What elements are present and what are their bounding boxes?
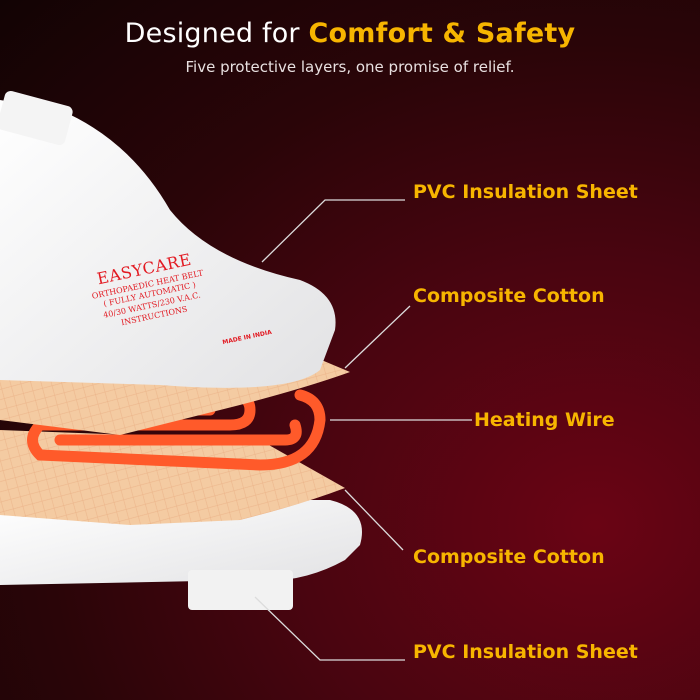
page-subtitle: Five protective layers, one promise of r…: [185, 58, 515, 76]
top-pvc-sheet: [0, 90, 336, 388]
layer-label-pvc-top: PVC Insulation Sheet: [413, 181, 638, 203]
layer-label-cotton-top: Composite Cotton: [413, 285, 605, 307]
title-prefix: Designed for: [124, 18, 309, 49]
leader-line-4: [344, 489, 404, 551]
layer-label-heating-wire: Heating Wire: [474, 409, 615, 431]
leader-lines: [254, 199, 472, 661]
leader-line-2: [344, 305, 411, 369]
layer-label-pvc-bottom: PVC Insulation Sheet: [413, 641, 638, 663]
leader-line-5: [254, 596, 405, 661]
title-highlight: Comfort & Safety: [308, 18, 576, 49]
layer-label-cotton-bottom: Composite Cotton: [413, 546, 605, 568]
leader-line-1: [261, 199, 405, 263]
page-title: Designed for Comfort & Safety: [0, 18, 700, 49]
